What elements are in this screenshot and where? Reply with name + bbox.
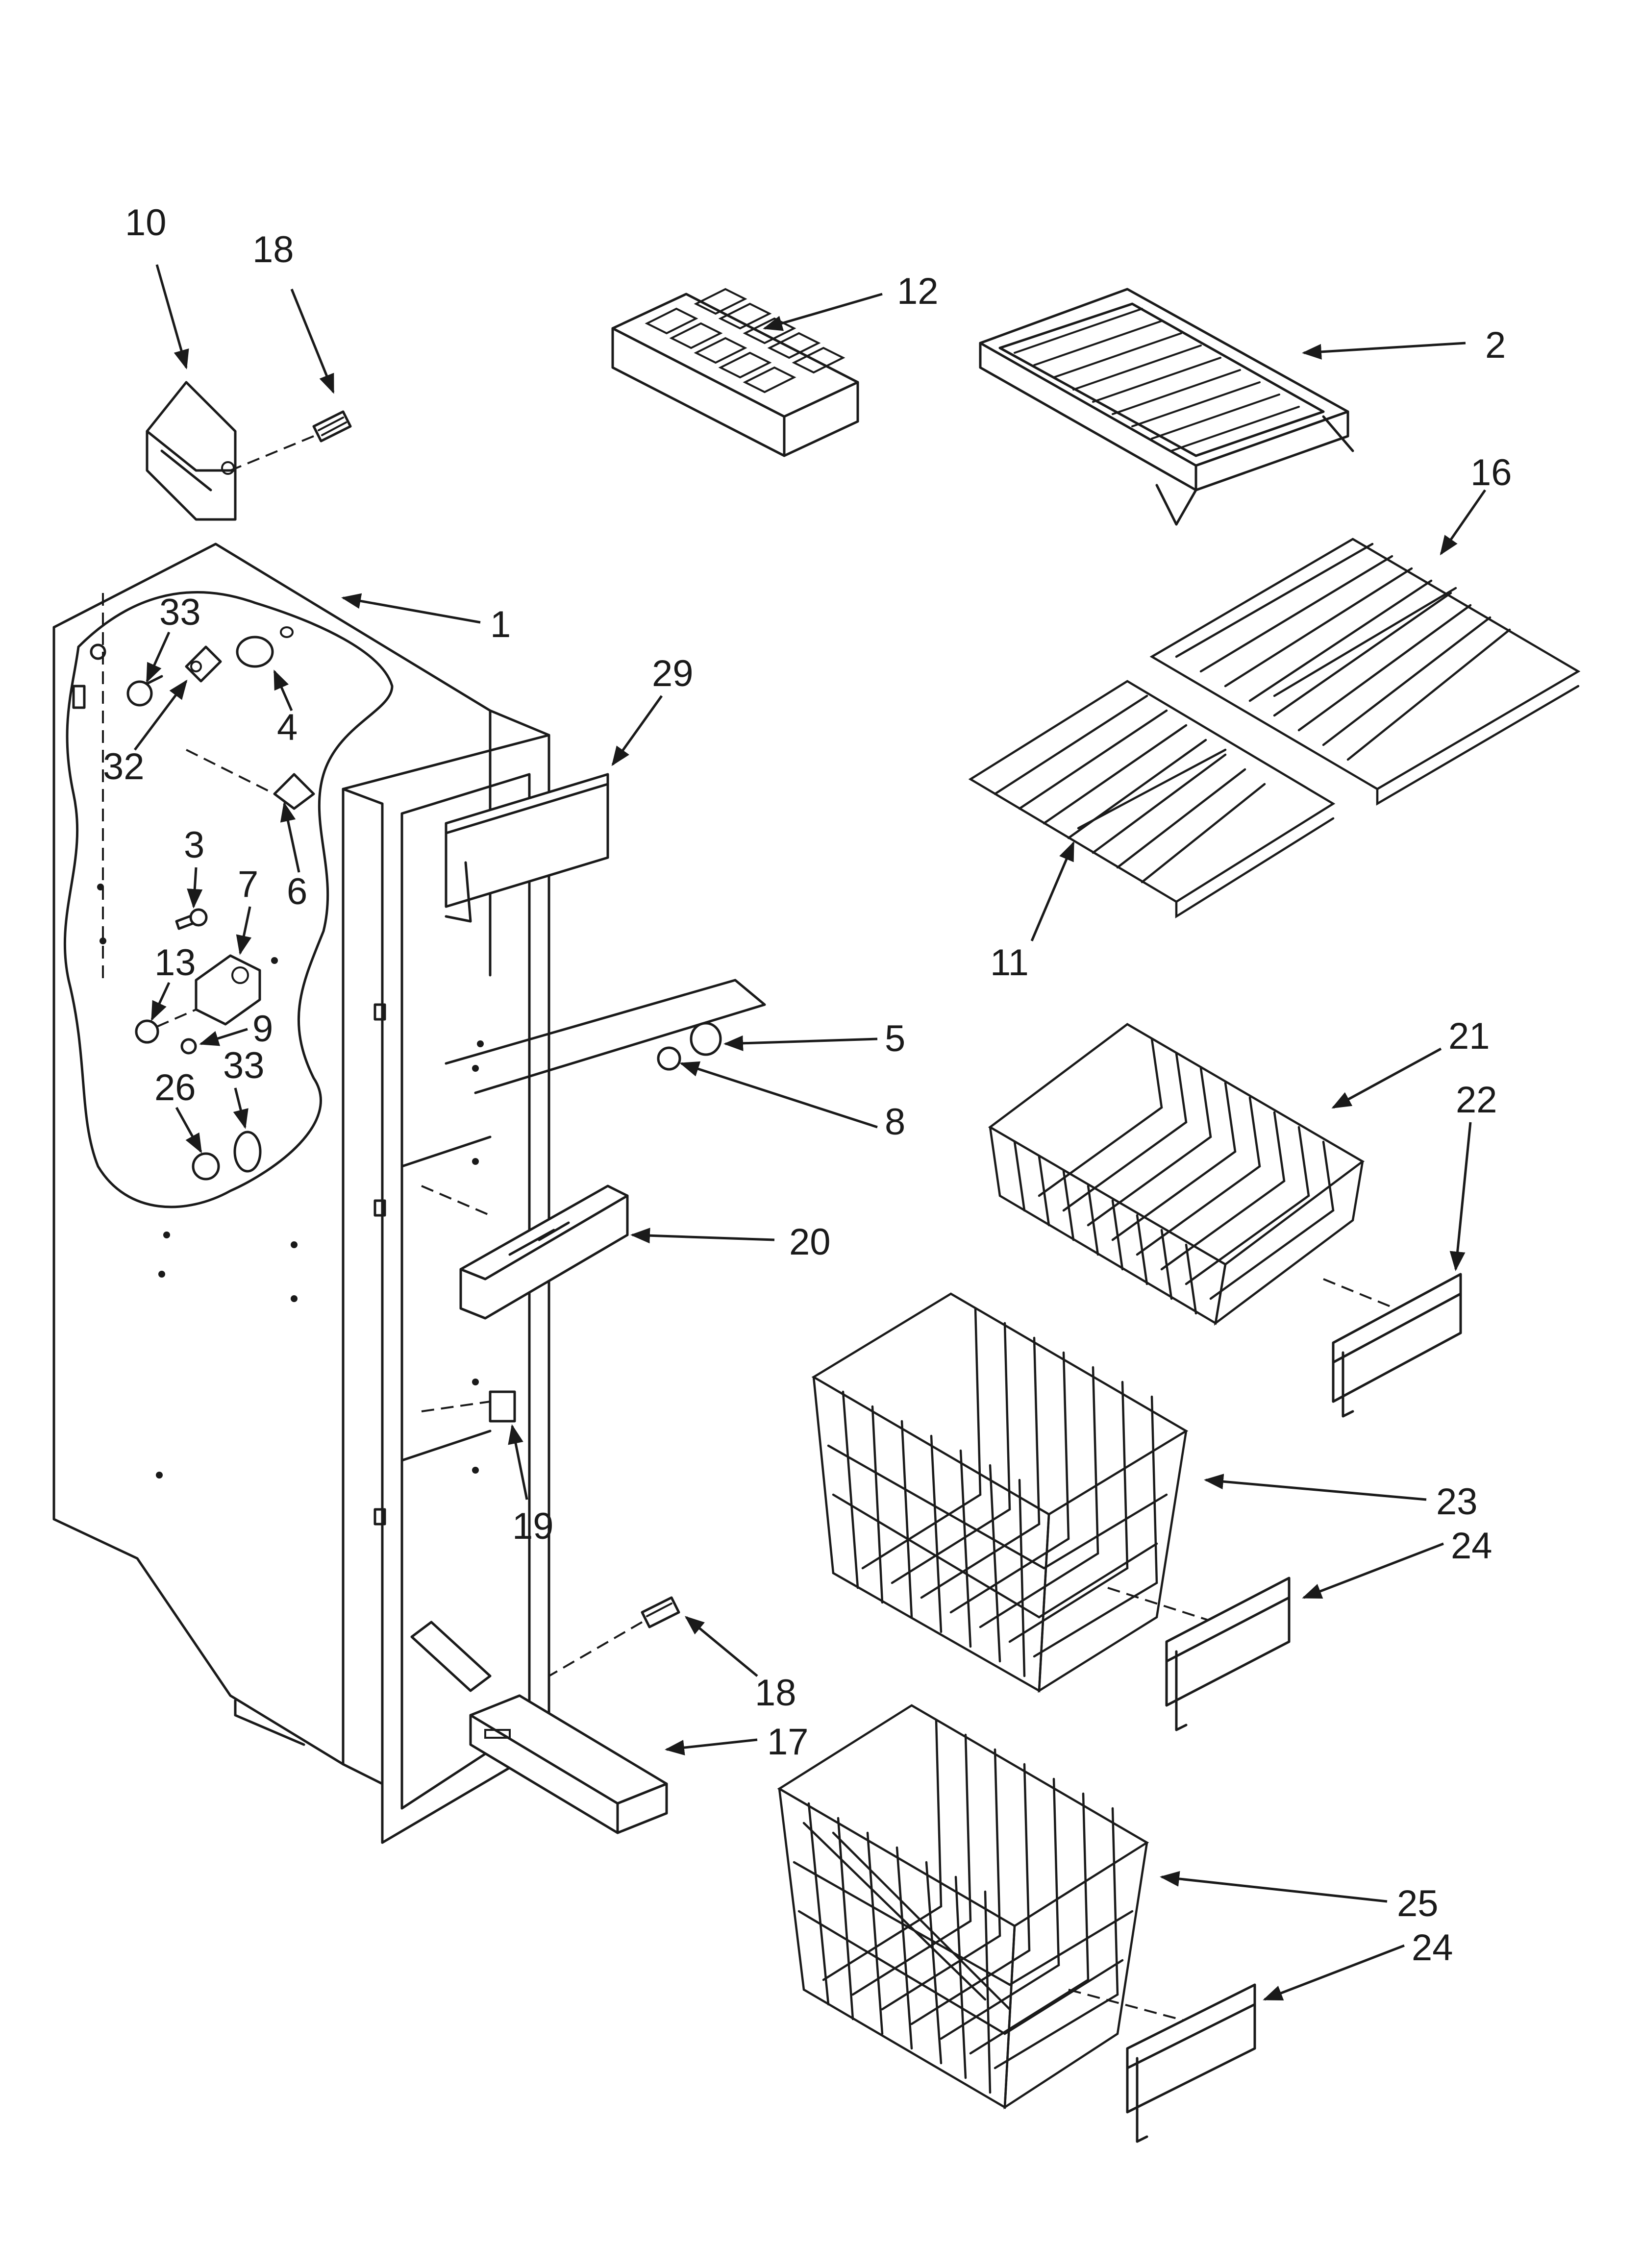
part-1-freezer-liner xyxy=(52,542,550,1844)
part-24-basket-front-lower xyxy=(1126,1983,1256,2143)
part-18-screw-lower xyxy=(548,1596,680,1677)
leader-1 xyxy=(341,593,481,624)
callout-13: 13 xyxy=(154,942,196,984)
leader-10 xyxy=(155,264,189,370)
callout-labels: 10 18 12 2 16 1 33 4 32 29 6 3 7 11 13 9… xyxy=(103,202,1512,1969)
leader-25 xyxy=(1160,1871,1388,1903)
callout-33-lower: 33 xyxy=(223,1045,265,1086)
leader-5 xyxy=(723,1035,878,1051)
part-18-screw-upper xyxy=(230,410,352,471)
callout-19: 19 xyxy=(512,1505,554,1547)
leader-32 xyxy=(134,679,188,751)
part-20-shelf-bracket xyxy=(421,1184,629,1320)
part-9-screw xyxy=(180,1038,197,1055)
callout-1: 1 xyxy=(490,604,511,645)
callout-16: 16 xyxy=(1470,452,1512,493)
leader-24-upper xyxy=(1302,1542,1444,1599)
leader-20 xyxy=(630,1228,775,1244)
callout-22: 22 xyxy=(1456,1079,1497,1121)
leader-19 xyxy=(508,1424,528,1500)
callout-18-upper: 18 xyxy=(252,229,294,271)
leader-18-upper xyxy=(290,289,335,394)
callout-5: 5 xyxy=(885,1018,905,1060)
callout-24-lower: 24 xyxy=(1412,1927,1453,1969)
callout-10: 10 xyxy=(125,202,167,244)
leader-6 xyxy=(280,802,300,873)
leader-11 xyxy=(1030,841,1075,941)
leader-21 xyxy=(1331,1047,1442,1109)
part-11-wire-shelf xyxy=(968,680,1336,919)
callout-17: 17 xyxy=(767,1721,809,1763)
callout-23: 23 xyxy=(1436,1481,1478,1523)
leader-12 xyxy=(763,293,883,331)
leader-17 xyxy=(665,1738,758,1756)
leader-22 xyxy=(1449,1122,1472,1271)
callout-21: 21 xyxy=(1448,1015,1490,1057)
part-1-cutaway-outline xyxy=(63,591,394,1208)
leader-16 xyxy=(1440,489,1487,556)
callout-2: 2 xyxy=(1485,324,1506,366)
part-24-basket-front-upper xyxy=(1165,1577,1291,1731)
callout-32: 32 xyxy=(103,746,145,788)
part-4-knob xyxy=(236,626,294,668)
callout-3: 3 xyxy=(184,824,204,866)
part-5-8-damper-knob xyxy=(445,979,766,1094)
part-32-lamp-socket xyxy=(185,645,222,683)
callout-12: 12 xyxy=(897,271,939,312)
leader-13 xyxy=(150,982,171,1021)
part-3-screw xyxy=(175,908,208,930)
part-12-ice-tray xyxy=(611,288,859,457)
leader-lines xyxy=(134,264,1487,2001)
leader-23 xyxy=(1204,1474,1427,1501)
part-23-wire-basket xyxy=(811,1292,1245,1693)
leader-2 xyxy=(1302,342,1466,360)
part-22-basket-front xyxy=(1332,1273,1462,1418)
callout-7: 7 xyxy=(238,863,258,905)
part-26-socket xyxy=(192,1152,220,1181)
leader-26 xyxy=(175,1107,202,1154)
part-17-trim xyxy=(469,1694,668,1834)
callout-8: 8 xyxy=(885,1101,905,1143)
callout-26: 26 xyxy=(154,1067,196,1109)
callout-20: 20 xyxy=(789,1221,831,1263)
callout-9: 9 xyxy=(252,1008,273,1050)
part-13-nut xyxy=(135,1009,197,1044)
callout-33-upper: 33 xyxy=(159,592,201,633)
leader-24-lower xyxy=(1263,1944,1405,2001)
part-33-lamp-upper xyxy=(126,675,163,707)
part-29-panel xyxy=(445,773,609,923)
callout-25: 25 xyxy=(1397,1883,1439,1924)
leader-33-upper xyxy=(146,631,171,683)
callout-4: 4 xyxy=(277,707,298,748)
callout-24-upper: 24 xyxy=(1451,1525,1492,1567)
part-19-switch xyxy=(421,1390,516,1423)
part-16-wire-shelf xyxy=(1149,538,1581,806)
leader-4 xyxy=(273,669,293,712)
leader-3 xyxy=(187,867,203,909)
leader-7 xyxy=(236,906,252,955)
part-25-wire-basket xyxy=(777,1704,1216,2110)
part-6-clip xyxy=(186,749,315,810)
leader-18-lower xyxy=(684,1616,758,1677)
callout-6: 6 xyxy=(287,871,307,912)
leader-8 xyxy=(679,1061,878,1129)
part-33-lamp-lower xyxy=(233,1131,262,1173)
part-10-hinge-bracket xyxy=(146,381,237,521)
leader-9 xyxy=(199,1028,248,1046)
callout-29: 29 xyxy=(652,653,694,694)
callout-18-lower: 18 xyxy=(755,1672,796,1714)
leader-29 xyxy=(611,695,663,766)
callout-11: 11 xyxy=(990,942,1029,984)
leader-33-lower xyxy=(233,1087,249,1129)
part-21-wire-basket xyxy=(988,1023,1432,1326)
part-2-glass-shelf xyxy=(979,288,1354,526)
